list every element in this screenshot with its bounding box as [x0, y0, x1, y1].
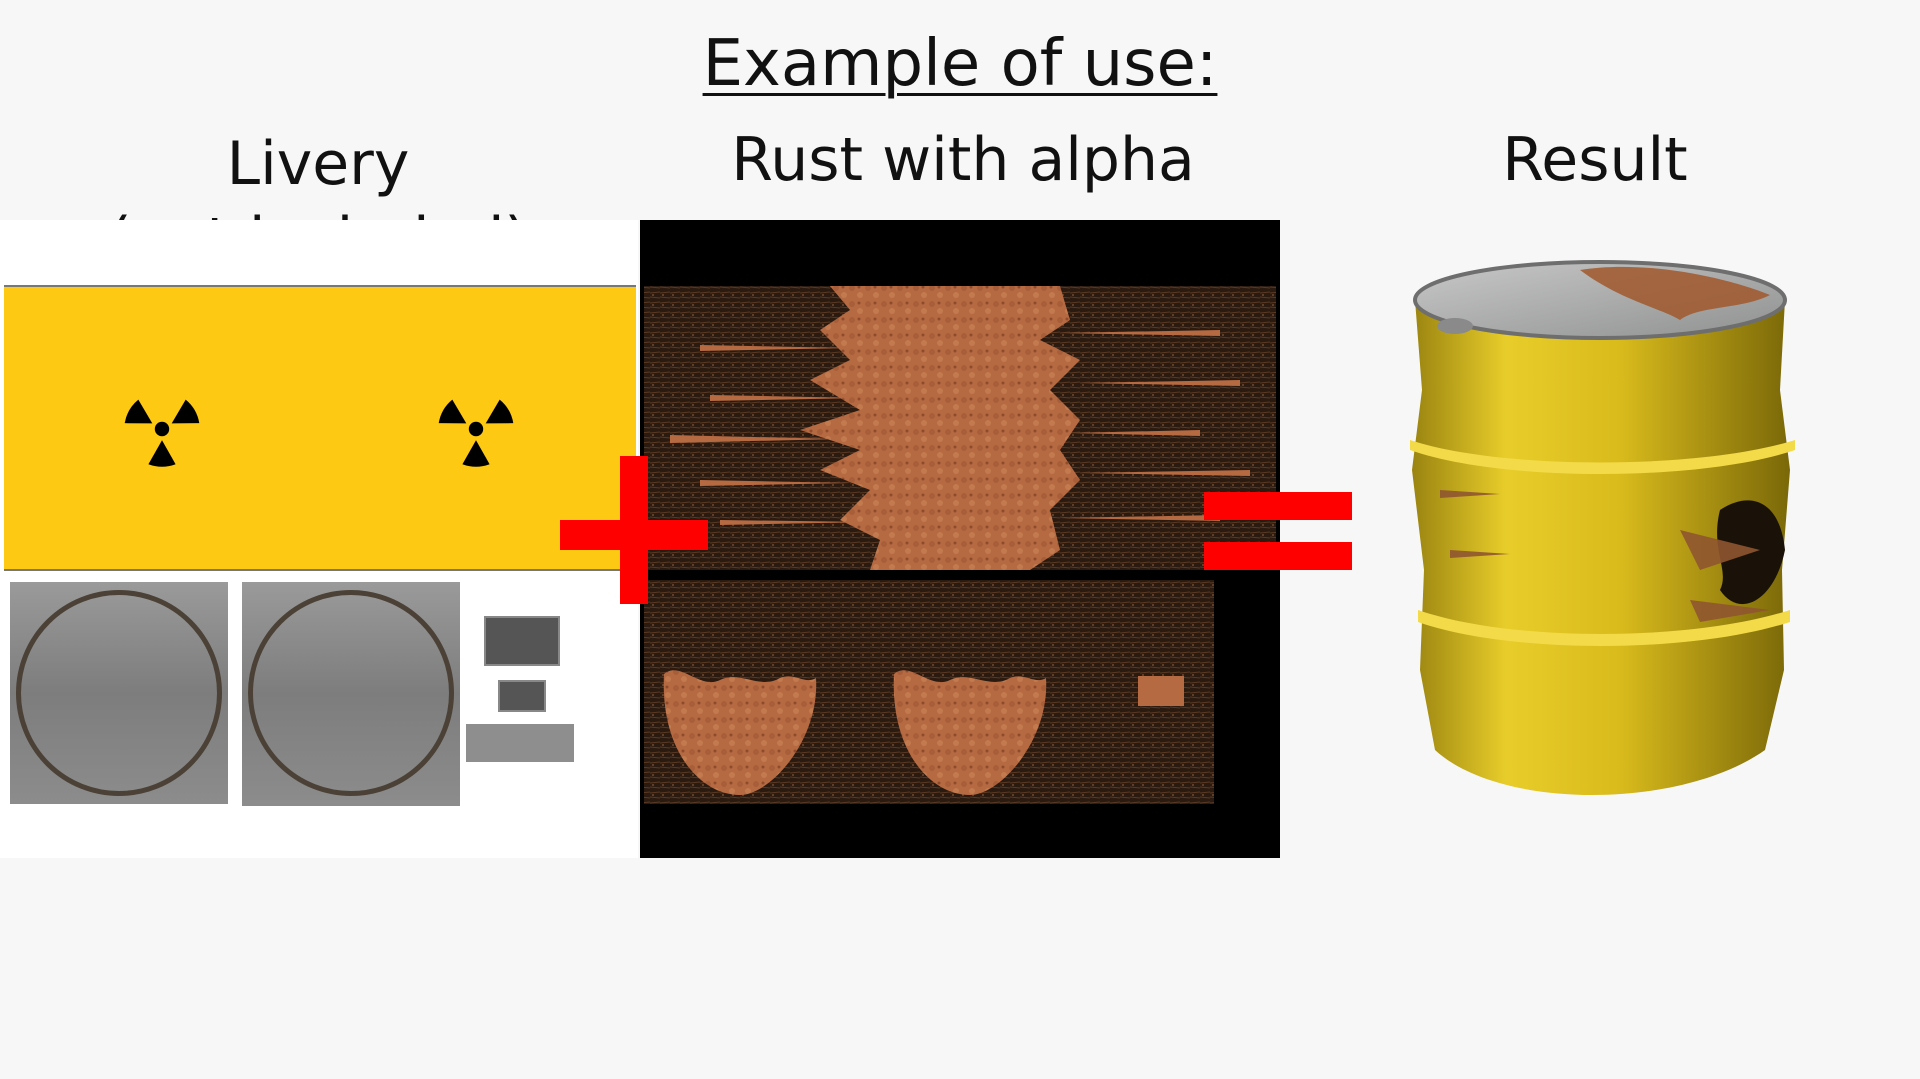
radiation-trefoil-icon — [124, 399, 200, 467]
barrel-image — [1410, 260, 1795, 795]
lid-ring — [248, 590, 454, 796]
plus-operator-vertical — [620, 456, 648, 604]
equals-operator-bottom — [1204, 542, 1352, 570]
strip-texture — [466, 724, 574, 762]
livery-label-line1: Livery — [226, 129, 410, 199]
rust-label: Rust with alpha — [731, 125, 1195, 195]
radiation-trefoil-icon — [438, 399, 514, 467]
livery-texture — [0, 220, 638, 858]
cap-texture — [484, 616, 560, 666]
rust-alpha-map — [644, 286, 1276, 804]
livery-yellow-band — [4, 285, 636, 571]
barrel-lid-texture — [10, 582, 228, 804]
result-label: Result — [1502, 125, 1688, 195]
small-cap-texture — [498, 680, 546, 712]
rust-texture — [640, 220, 1280, 858]
barrel-bottom-texture — [242, 582, 460, 806]
result-barrel-render — [1380, 250, 1810, 830]
lid-ring — [16, 590, 222, 796]
equals-operator-top — [1204, 492, 1352, 520]
page-heading: Example of use: — [702, 27, 1218, 101]
